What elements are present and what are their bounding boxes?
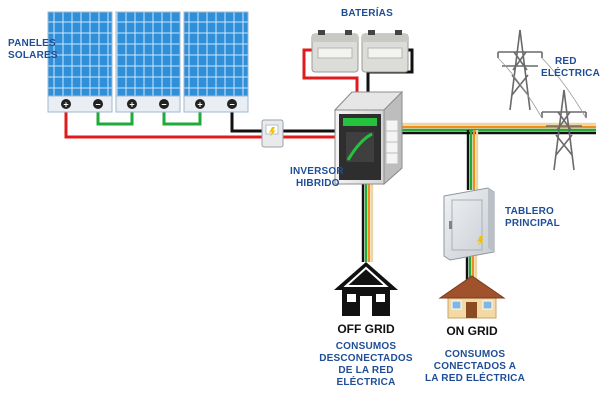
off-grid-house-icon — [334, 262, 398, 316]
negative-terminal-symbol: − — [229, 100, 234, 110]
solar-panel-1 — [47, 11, 113, 113]
grid-label-line-2: ELÉCTRICA — [541, 68, 600, 79]
battery-2-icon — [361, 30, 409, 73]
solar-panels-label-line-2: SOLARES — [8, 50, 58, 61]
on-grid-desc-line-3: LA RED ELÉCTRICA — [424, 373, 526, 384]
inverter-label-line-2: HIBRIDO — [296, 178, 340, 189]
off-grid-title: OFF GRID — [337, 322, 395, 336]
off-grid-desc-line-2: DESCONECTADOS — [319, 353, 413, 364]
off-grid-description: CONSUMOS DESCONECTADOS DE LA RED ELÉCTRI… — [318, 341, 414, 389]
main-panel-label: TABLERO PRINCIPAL — [505, 206, 560, 230]
ac-wiring-grid — [400, 122, 596, 135]
negative-terminal-symbol: − — [95, 100, 100, 110]
main-panel-label-line-2: PRINCIPAL — [505, 218, 560, 229]
batteries-label: BATERÍAS — [341, 8, 393, 19]
negative-terminal-symbol: − — [161, 100, 166, 110]
main-distribution-panel-icon — [443, 187, 495, 261]
positive-terminal-symbol: + — [197, 100, 202, 110]
dc-wiring — [64, 108, 340, 139]
solar-panel-3 — [183, 11, 249, 113]
battery-1-icon — [311, 30, 359, 73]
transmission-tower-1-icon — [497, 29, 543, 111]
transmission-tower-2-icon — [541, 89, 587, 171]
on-grid-description: CONSUMOS CONECTADOS A LA RED ELÉCTRICA — [420, 349, 530, 385]
off-grid-desc-line-3: DE LA RED — [338, 365, 394, 376]
grid-label: RED ELÉCTRICA — [541, 56, 600, 80]
solar-panel-array: + − + − + − — [47, 11, 249, 113]
positive-terminal-symbol: + — [63, 100, 68, 110]
on-grid-title: ON GRID — [446, 324, 498, 338]
power-line-cables — [497, 57, 587, 119]
battery-bank — [311, 30, 409, 73]
on-grid-desc-line-2: CONECTADOS A — [433, 361, 517, 372]
on-grid-desc-line-1: CONSUMOS — [444, 349, 506, 360]
panel-terminals: + − + − + − — [61, 99, 237, 110]
positive-terminal-symbol: + — [129, 100, 134, 110]
on-grid-house-icon — [438, 275, 506, 319]
battery-wiring — [302, 48, 414, 96]
hybrid-inverter-icon — [333, 90, 404, 186]
solar-panels-label-line-1: PANELES — [8, 38, 56, 49]
dc-combiner-box-icon — [261, 119, 284, 148]
grid-label-line-1: RED — [555, 56, 577, 67]
inverter-label-line-1: INVERSOR — [290, 166, 344, 177]
off-grid-desc-line-4: ELÉCTRICA — [336, 377, 396, 388]
main-panel-label-line-1: TABLERO — [505, 206, 554, 217]
ac-wiring-offgrid — [361, 178, 374, 262]
inverter-label: INVERSOR HIBRIDO — [290, 166, 344, 190]
solar-panel-2 — [115, 11, 181, 113]
ac-wiring-panel — [465, 130, 479, 288]
solar-panels-label: PANELES SOLARES — [8, 38, 58, 62]
off-grid-desc-line-1: CONSUMOS — [335, 341, 397, 352]
